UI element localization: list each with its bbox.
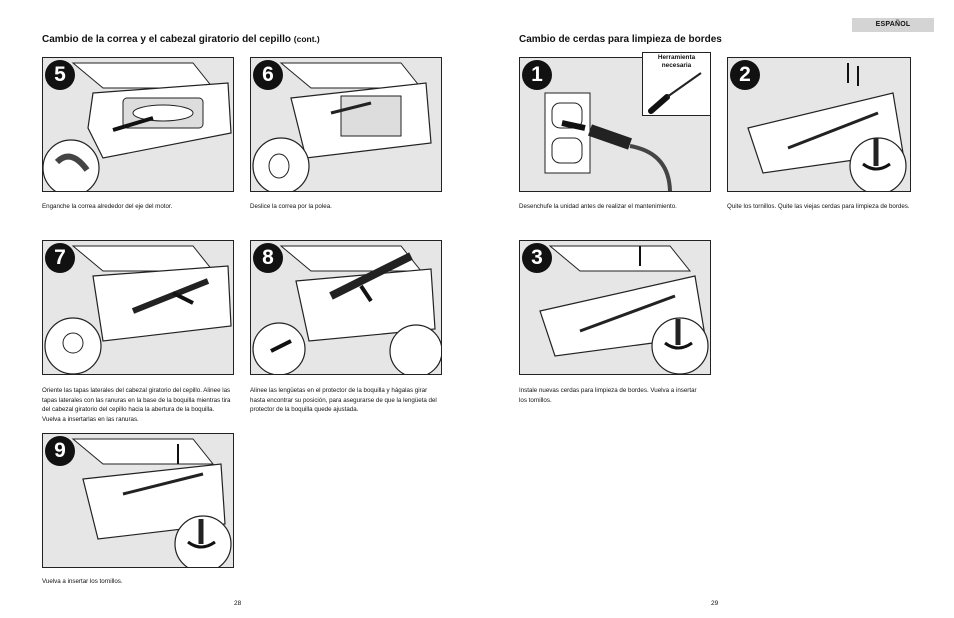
pulley-illustration xyxy=(252,62,432,191)
right-section-title: Cambio de cerdas para limpieza de bordes xyxy=(519,34,722,45)
left-page-number: 28 xyxy=(234,600,242,607)
step-6-number: 6 xyxy=(253,60,283,90)
step-7-illustration: 7 xyxy=(42,240,234,375)
left-title-text: Cambio de la correa y el cabezal girator… xyxy=(42,34,291,45)
step-1-number: 1 xyxy=(522,60,552,90)
step-6-illustration: 6 xyxy=(250,57,442,192)
remove-bristles-illustration xyxy=(747,63,907,191)
screws-illustration xyxy=(71,438,232,567)
step-9-illustration: 9 xyxy=(42,433,234,568)
step-9-number: 9 xyxy=(45,436,75,466)
step-8-number: 8 xyxy=(253,243,283,273)
step-6-caption: Deslice la correa por la polea. xyxy=(250,203,332,210)
tool-required-box: Herramienta necesaria xyxy=(642,52,711,116)
right-page-number: 29 xyxy=(711,600,719,607)
step-7-number: 7 xyxy=(45,243,75,273)
step-8-illustration: 8 xyxy=(250,240,442,375)
tool-required-label: Herramienta necesaria xyxy=(657,54,696,69)
unplug-illustration xyxy=(544,92,672,191)
left-title-suffix: (cont.) xyxy=(293,34,320,44)
step-7-caption: Oriente las tapas laterales del cabezal … xyxy=(42,387,231,423)
step-3-illustration: 3 xyxy=(519,240,711,375)
step-5-illustration: 5 xyxy=(42,57,234,192)
screwdriver-icon xyxy=(648,72,702,114)
step-8-caption: Alinee las lengüetas en el protector de … xyxy=(250,387,437,414)
step-5-caption: Enganche la correa alrededor del eje del… xyxy=(42,203,173,210)
step-3-number: 3 xyxy=(522,243,552,273)
brushroll-illustration xyxy=(44,245,232,374)
install-bristles-illustration xyxy=(539,245,709,374)
step-9-caption: Vuelva a insertar los tornillos. xyxy=(42,578,123,585)
step-5-number: 5 xyxy=(45,60,75,90)
step-2-illustration: 2 xyxy=(727,57,911,192)
step-2-caption: Quite los tornillos. Quite las viejas ce… xyxy=(727,203,910,210)
nozzle-guard-illustration xyxy=(252,245,441,374)
vacuum-base-illustration xyxy=(43,62,232,191)
language-tab: ESPAÑOL xyxy=(852,18,934,32)
left-section-title: Cambio de la correa y el cabezal girator… xyxy=(42,34,320,45)
step-1-caption: Desenchufe la unidad antes de realizar e… xyxy=(519,203,677,210)
step-2-number: 2 xyxy=(730,60,760,90)
step-3-caption: Instale nuevas cerdas para limpieza de b… xyxy=(519,387,697,404)
